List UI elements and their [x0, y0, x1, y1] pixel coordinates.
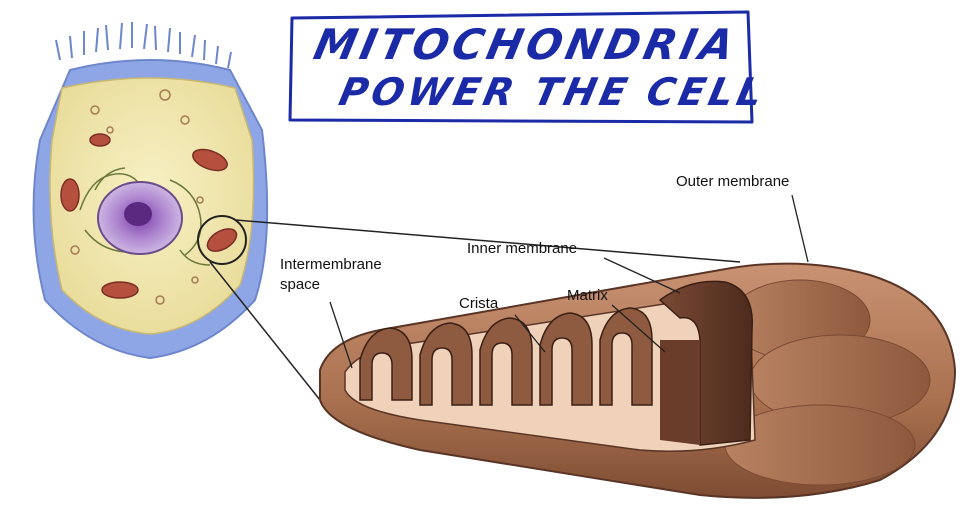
matrix-region [660, 340, 700, 445]
label-intermembrane-space-line2: space [280, 276, 320, 294]
label-crista: Crista [459, 295, 498, 313]
label-outer-membrane: Outer membrane [676, 173, 789, 191]
label-intermembrane-space-line1: Intermembrane [280, 256, 382, 274]
label-matrix: Matrix [567, 287, 608, 305]
label-inner-membrane: Inner membrane [467, 240, 577, 258]
